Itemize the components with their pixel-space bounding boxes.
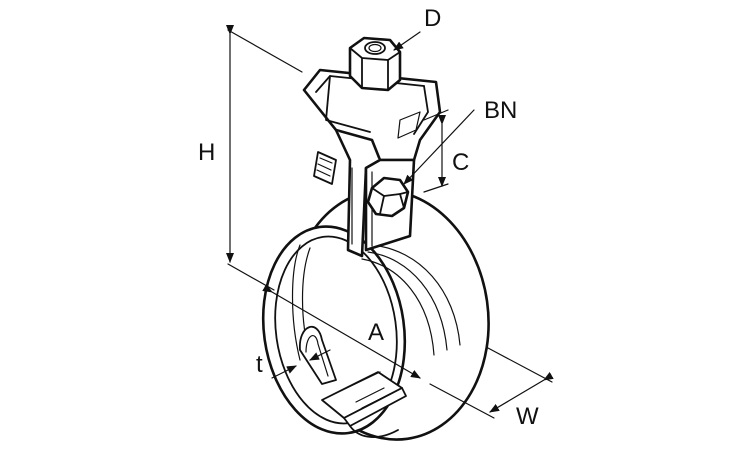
dimension-t [271, 349, 331, 379]
label-bn: BN [484, 97, 517, 124]
label-h: H [198, 139, 215, 166]
label-t: t [256, 351, 263, 378]
dimension-w [429, 347, 554, 419]
label-w: W [516, 403, 539, 430]
dimension-c [423, 109, 449, 193]
bolt [313, 151, 410, 218]
bottom-clip [321, 371, 407, 438]
dimension-a [262, 284, 421, 379]
label-a: A [368, 319, 384, 346]
top-nut [348, 36, 402, 92]
label-d: D [424, 5, 441, 32]
leader-lines [393, 31, 475, 185]
label-c: C [452, 149, 469, 176]
